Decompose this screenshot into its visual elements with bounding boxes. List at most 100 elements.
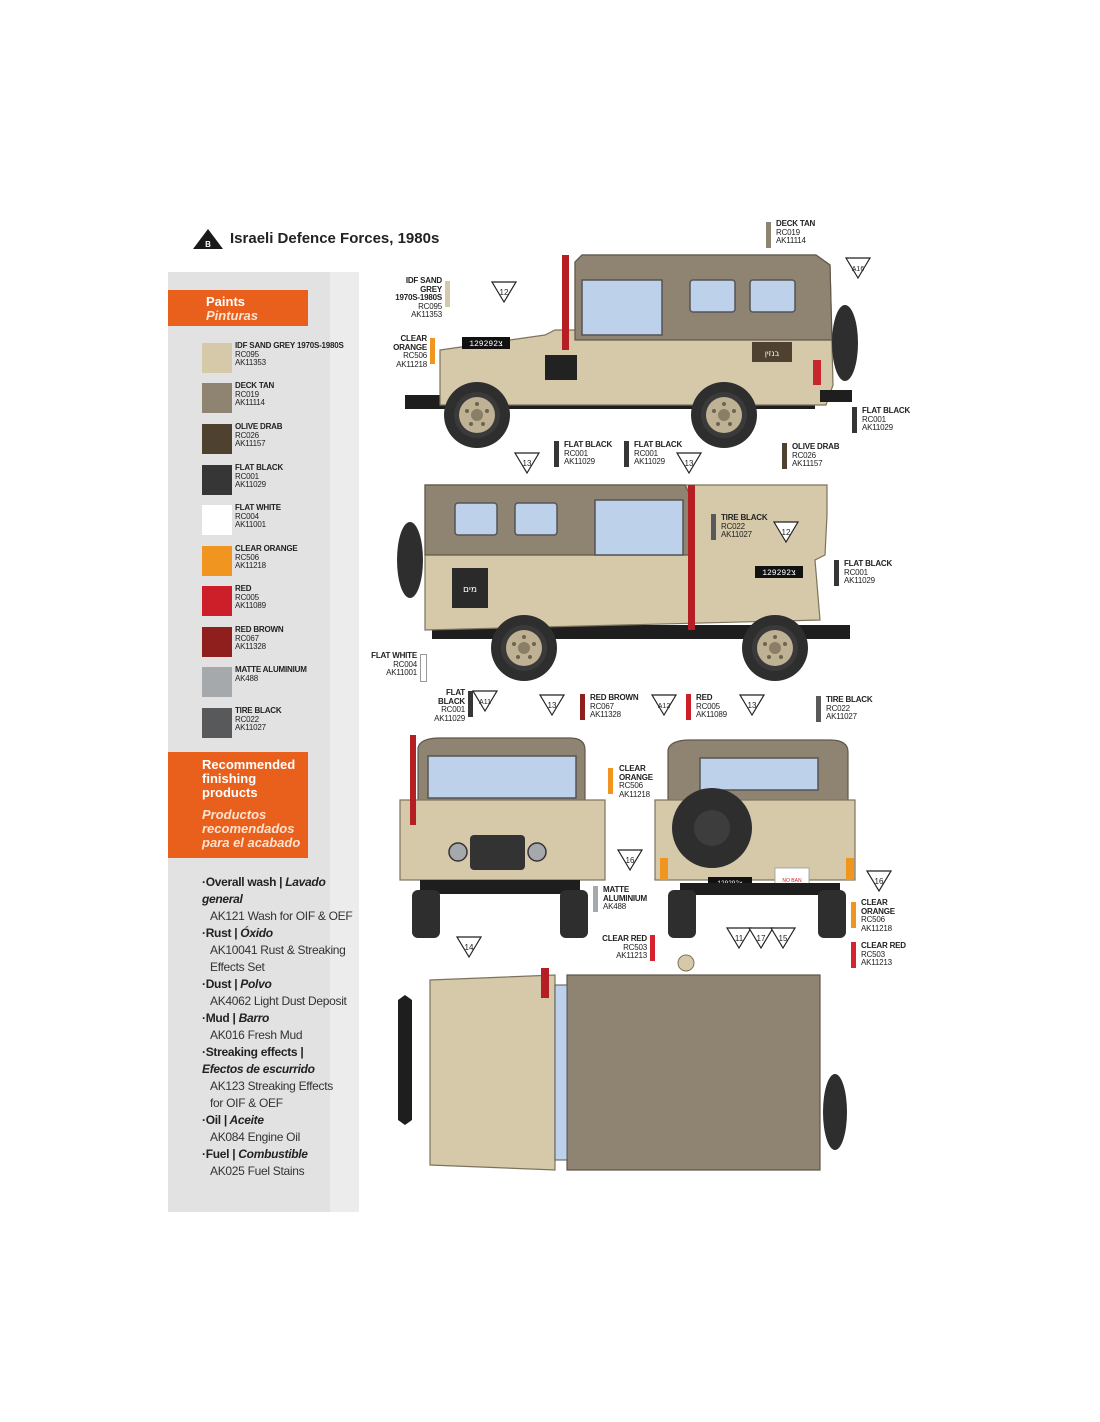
plate-number: 129292צ: [469, 340, 503, 349]
svg-text:15: 15: [779, 934, 788, 943]
rear-view: 129292צ NO BAN: [654, 739, 856, 938]
callout-name: FLAT WHITE: [371, 651, 417, 660]
svg-text:14: 14: [465, 943, 474, 952]
paint-code: AK11353: [235, 358, 266, 367]
marker-16-b: 16: [866, 870, 892, 892]
callout-code: AK11328: [590, 710, 621, 719]
paints-heading: Paints Pinturas: [168, 290, 308, 326]
marker-11: 11: [726, 927, 752, 949]
paint-name: RED: [235, 584, 252, 593]
paint-swatch: [202, 343, 232, 373]
paint-code: RC001: [235, 471, 259, 481]
callout-code: RC503: [861, 949, 885, 959]
finishing-product: AK10041 Rust & Streaking: [210, 943, 346, 957]
finishing-item-en: ·Dust |: [202, 977, 238, 991]
side-sign: בנזין: [765, 349, 780, 358]
callout-color-bar: [782, 443, 787, 469]
paint-swatch: [202, 708, 232, 738]
finishing-item-heading: ·Streaking effects |: [202, 1044, 362, 1061]
svg-text:16: 16: [626, 856, 635, 865]
marker-12-b: 12: [773, 521, 799, 543]
callout-code: AK11029: [434, 713, 465, 723]
finishing-product: AK025 Fuel Stains: [210, 1164, 305, 1178]
svg-text:17: 17: [757, 934, 766, 943]
sidebar-edge: [330, 272, 359, 1212]
callout-name: CLEAR: [861, 898, 888, 907]
callout-color-bar: [711, 514, 716, 540]
callout-name: ALUMINIUM: [603, 893, 647, 903]
callout-code: RC506: [861, 915, 885, 924]
callout-color-bar: [834, 560, 839, 586]
svg-text:11: 11: [735, 934, 744, 943]
paint-name: RED BROWN: [235, 625, 284, 634]
marker-13-d: 13: [739, 694, 765, 716]
finishing-item-heading: ·Oil | Aceite: [202, 1112, 362, 1129]
paint-code: RC019: [235, 389, 259, 399]
finishing-product: Effects Set: [210, 960, 265, 974]
callout-code: AK11029: [564, 457, 595, 466]
callout-code: AK11114: [776, 236, 806, 245]
callout-code: AK11027: [826, 712, 857, 721]
section-badge-icon: B: [193, 229, 223, 249]
callout-name: ORANGE: [619, 772, 653, 782]
callout-code: AK11029: [862, 423, 893, 432]
paint-name: TIRE BLACK: [235, 706, 282, 715]
paints-heading-en: Paints: [206, 294, 246, 309]
sidebar-panel: [168, 272, 359, 1212]
paint-code: AK11027: [235, 723, 266, 732]
finishing-item-es: Aceite: [226, 1113, 264, 1127]
callout-name: 1970S-1980S: [395, 293, 442, 302]
paint-code: RC026: [235, 430, 259, 440]
finishing-product: AK121 Wash for OIF & OEF: [210, 909, 353, 923]
callout-name: FLAT BLACK: [844, 559, 893, 568]
paint-code: AK11218: [235, 561, 266, 570]
callout-code: RC001: [844, 567, 868, 577]
paint-name: FLAT BLACK: [235, 463, 284, 472]
finishing-item-en: ·Streaking effects |: [202, 1045, 304, 1059]
marker-a12: A12: [651, 694, 677, 716]
finishing-product: AK016 Fresh Mud: [210, 1028, 303, 1042]
recommended-en-line: products: [202, 785, 258, 800]
callout-name: FLAT BLACK: [438, 688, 465, 706]
paint-code: RC004: [235, 511, 259, 521]
callout-color-bar: [445, 281, 450, 307]
recommended-es-line: para el acabado: [202, 835, 301, 850]
jerrycan-sign: מים: [463, 585, 477, 595]
finishing-item-en: ·Rust |: [202, 926, 238, 940]
callout-code: RC022: [826, 703, 850, 713]
section-badge-letter: B: [205, 240, 211, 249]
callout-code: RC001: [564, 448, 588, 458]
callout-name: IDF SAND GREY: [405, 276, 442, 294]
plate-number-right: 129292צ: [762, 569, 796, 578]
finishing-product: for OIF & OEF: [210, 1096, 283, 1110]
callout-color-bar: [608, 768, 613, 794]
svg-text:13: 13: [748, 701, 757, 710]
marker-13-a: 13: [514, 452, 540, 474]
recommended-heading: Recommended finishing products Productos…: [168, 752, 308, 858]
finishing-item-en: ·Fuel |: [202, 1147, 236, 1161]
callout-code: RC001: [441, 705, 465, 714]
callout-color-bar: [650, 935, 655, 961]
callout-code: RC095: [418, 301, 442, 311]
paint-code: RC095: [235, 349, 259, 359]
finishing-item-es: Efectos de escurrido: [202, 1062, 315, 1076]
callout-code: AK11027: [721, 530, 752, 539]
callout-name: FLAT BLACK: [634, 440, 683, 449]
svg-text:13: 13: [685, 459, 694, 468]
svg-text:A11: A11: [479, 699, 491, 706]
recommended-en-line: Recommended: [202, 757, 296, 772]
paint-code: AK11157: [235, 439, 266, 448]
paint-code: AK488: [235, 673, 259, 683]
callout-code: AK11218: [619, 789, 650, 799]
callout-code: RC022: [721, 521, 745, 531]
callout-color-bar: [852, 407, 857, 433]
